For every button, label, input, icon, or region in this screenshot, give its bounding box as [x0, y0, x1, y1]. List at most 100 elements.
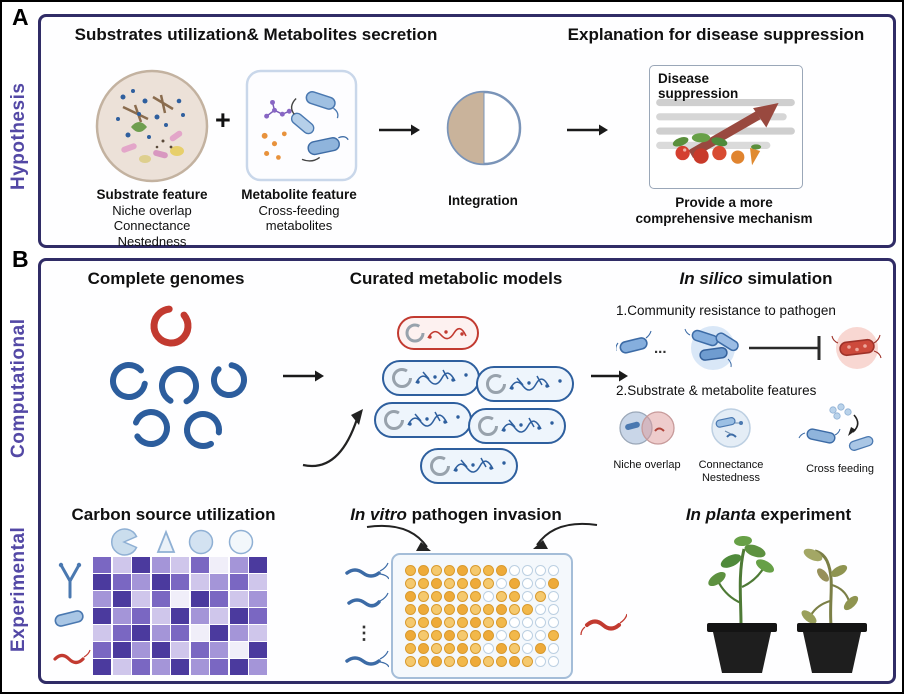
well-filled: [483, 565, 494, 576]
well-filled: [405, 630, 416, 641]
well-empty: [548, 604, 559, 615]
heatmap-cell: [190, 608, 209, 624]
pathogen-invader-icon: [580, 613, 627, 636]
well-filled: [457, 643, 468, 654]
integration-label: Integration: [440, 193, 526, 209]
inplanta-title-rest: experiment: [755, 505, 852, 524]
heatmap-cell: [112, 591, 131, 607]
heatmap-cell: [249, 557, 267, 573]
heatmap-cell: [210, 659, 228, 675]
well-filled: [431, 578, 442, 589]
well-filled: [418, 565, 429, 576]
well-filled: [470, 578, 481, 589]
heatmap-cell: [249, 625, 267, 641]
metabolite-feature-line: Cross-feeding: [258, 202, 340, 218]
heatmap-cell: [249, 591, 267, 607]
well-filled: [457, 604, 468, 615]
plate-arrows: [366, 522, 598, 551]
heatmap-cell: [190, 557, 209, 573]
hypothesis-side-label: Hypothesis: [8, 82, 29, 190]
substrate-feature-title: Substrate feature: [96, 187, 208, 202]
metabolite-feature-line: metabolites: [265, 218, 333, 234]
carbon-shapes-icons: [110, 528, 254, 556]
well-filled: [483, 578, 494, 589]
heatmap-cell: [210, 591, 228, 607]
well-filled: [444, 565, 455, 576]
well-empty: [509, 565, 520, 576]
substrate-feature-line: Nestedness: [117, 233, 187, 249]
metabolite-feature-title: Metabolite feature: [241, 187, 357, 202]
heatmap-cell: [171, 642, 189, 658]
experimental-side-label: Experimental: [8, 526, 29, 652]
nestedness-label: Nestedness: [701, 471, 761, 484]
well-filled: [483, 630, 494, 641]
well-filled: [496, 604, 507, 615]
curved-arrow-icon: [302, 409, 363, 468]
heatmap-cell: [229, 557, 248, 573]
well-filled: [496, 656, 507, 667]
heatmap-cell: [171, 557, 189, 573]
well-filled: [483, 604, 494, 615]
disease-suppression-card: Disease suppression: [649, 65, 803, 189]
well-filled: [431, 591, 442, 602]
well-filled: [470, 617, 481, 628]
well-filled: [509, 591, 520, 602]
well-filled: [405, 578, 416, 589]
inoculant-bacteria-icons: ⋮: [345, 562, 389, 668]
well-empty: [535, 604, 546, 615]
well-filled: [444, 643, 455, 654]
heatmap-cell: [229, 574, 248, 590]
heatmap-cell: [93, 608, 111, 624]
well-empty: [548, 643, 559, 654]
well-filled: [418, 617, 429, 628]
cross-feeding-icon: [798, 403, 874, 451]
well-filled: [496, 591, 507, 602]
well-empty: [522, 630, 533, 641]
well-filled: [457, 578, 468, 589]
well-empty: [548, 617, 559, 628]
heatmap-cell: [112, 574, 131, 590]
heatmap-cell: [190, 574, 209, 590]
well-filled: [418, 630, 429, 641]
well-filled: [470, 591, 481, 602]
well-empty: [496, 578, 507, 589]
insilico-title-rest: simulation: [742, 269, 833, 288]
panel-a: Substrates utilization& Metabolites secr…: [38, 14, 896, 249]
carbon-title: Carbon source utilization: [71, 505, 276, 524]
disease-suppression-title: Disease suppression: [658, 71, 739, 101]
heatmap-cell: [249, 608, 267, 624]
heatmap-cell: [229, 625, 248, 641]
well-filled: [418, 604, 429, 615]
well-filled: [457, 565, 468, 576]
single-bacterium-icon: [619, 337, 648, 354]
well-empty: [535, 565, 546, 576]
heatmap-cell: [132, 642, 150, 658]
heatmap-cell: [112, 608, 131, 624]
well-filled: [457, 656, 468, 667]
heatmap-cell: [210, 557, 228, 573]
heatmap-cell: [210, 642, 228, 658]
carbon-row-icons: [53, 562, 91, 665]
heatmap-cell: [151, 608, 170, 624]
heatmap-cell: [171, 574, 189, 590]
heatmap-cell: [112, 557, 131, 573]
circle-shape-icon: [188, 529, 214, 555]
panel-a-title-left: Substrates utilization& Metabolites secr…: [74, 25, 438, 44]
circle-shape-icon: [228, 529, 254, 555]
well-filled: [418, 643, 429, 654]
heatmap-cell: [210, 608, 228, 624]
well-empty: [522, 643, 533, 654]
well-filled: [444, 604, 455, 615]
heatmap-cell: [112, 642, 131, 658]
heatmap-cell: [93, 642, 111, 658]
inplanta-title-italic: In planta: [685, 505, 756, 524]
ellipsis: ...: [654, 340, 667, 357]
arrow-right-icon: [567, 124, 608, 136]
arrow-right-icon: [283, 370, 324, 382]
well-filled: [509, 656, 520, 667]
pathogen-model-icon: [397, 316, 479, 350]
heatmap-cell: [171, 659, 189, 675]
well-plate-grid: [405, 565, 559, 667]
well-filled: [470, 643, 481, 654]
